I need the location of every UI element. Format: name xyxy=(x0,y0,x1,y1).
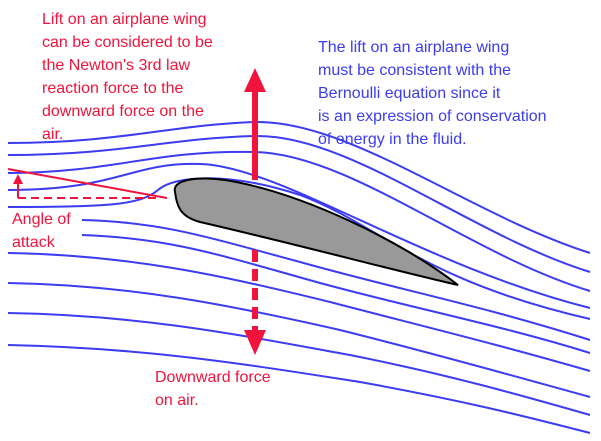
streamline xyxy=(7,282,591,398)
arrow-down-icon xyxy=(244,330,266,355)
newton-lift-explanation: Lift on an airplane wing can be consider… xyxy=(42,8,213,146)
text-line: can be considered to be xyxy=(42,34,213,51)
streamline xyxy=(7,162,591,309)
text-line: attack xyxy=(12,234,55,251)
bernoulli-explanation: The lift on an airplane wing must be con… xyxy=(318,36,547,151)
streamline xyxy=(81,234,591,354)
airfoil-wing xyxy=(173,177,459,286)
text-line: air. xyxy=(42,126,64,143)
text-line: Bernoulli equation since it xyxy=(318,85,501,102)
angle-of-attack-marker xyxy=(7,168,168,199)
text-line: is an expression of conservation xyxy=(318,108,547,125)
text-line: Angle of xyxy=(12,211,71,228)
wing-chord-line xyxy=(7,168,168,199)
downward-force-arrow xyxy=(244,250,266,355)
text-line: downward force on the xyxy=(42,103,204,120)
streamline xyxy=(7,120,591,254)
angle-arrowhead-icon xyxy=(13,174,23,184)
streamline xyxy=(7,134,591,273)
text-line: must be consistent with the xyxy=(318,62,511,79)
streamline xyxy=(7,312,591,416)
streamlines xyxy=(7,120,591,434)
angle-of-attack-label: Angle of attack xyxy=(12,208,71,254)
text-line: Downward force xyxy=(155,369,271,386)
streamline xyxy=(81,219,591,341)
text-line: reaction force to the xyxy=(42,80,184,97)
text-line: of energy in the fluid. xyxy=(318,131,467,148)
text-line: Lift on an airplane wing xyxy=(42,11,207,28)
streamline xyxy=(7,252,591,372)
streamline xyxy=(7,344,591,434)
lift-arrow xyxy=(244,68,266,180)
text-line: the Newton's 3rd law xyxy=(42,57,191,74)
text-line: on air. xyxy=(155,392,199,409)
arrow-up-icon xyxy=(244,68,266,92)
streamline xyxy=(7,150,591,292)
text-line: The lift on an airplane wing xyxy=(318,39,510,56)
downward-force-label: Downward force on air. xyxy=(155,366,271,412)
streamline xyxy=(7,177,591,320)
